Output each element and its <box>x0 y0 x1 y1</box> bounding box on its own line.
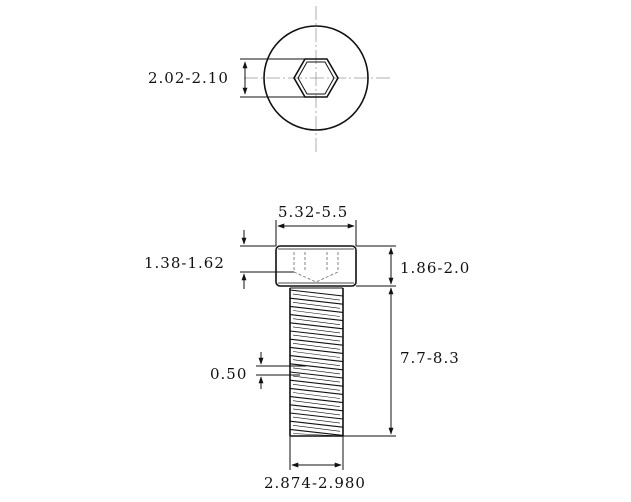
top-view <box>240 6 392 152</box>
thread-crest-line <box>289 412 344 420</box>
thread-root-line <box>292 343 341 350</box>
thread-crest-line <box>289 420 344 428</box>
thread-root-line <box>292 425 341 432</box>
thread-root-line <box>292 359 341 366</box>
thread-crest-line <box>289 346 344 354</box>
dimension-lines <box>240 220 396 470</box>
thread-crest-line <box>289 330 344 338</box>
socket-depth-label: 1.38-1.62 <box>144 254 225 272</box>
socket-size-label: 2.02-2.10 <box>148 69 229 87</box>
head-diameter-label: 5.32-5.5 <box>278 203 349 221</box>
thread-root-line <box>292 326 341 334</box>
thread-crest-line <box>289 322 344 330</box>
thread-crest-line <box>289 379 344 387</box>
socket-dimension <box>240 58 305 98</box>
thread-root-line <box>292 408 341 416</box>
thread-crest-line <box>289 363 344 371</box>
thread-crest-line <box>289 289 344 297</box>
thread-root-line <box>292 433 341 437</box>
side-view <box>275 245 357 437</box>
thread-root-line <box>292 293 341 301</box>
thread-crest-line <box>289 355 344 363</box>
thread-root-line <box>292 351 341 358</box>
thread-crest-line <box>289 428 344 436</box>
threaded-shank <box>289 287 344 437</box>
thread-root-line <box>292 384 341 391</box>
thread-root-line <box>292 302 341 309</box>
thread-crest-line <box>289 371 344 379</box>
thread-root-line <box>292 400 341 407</box>
thread-crest-line <box>289 338 344 346</box>
thread-pitch-label: 0.50 <box>210 365 248 383</box>
screw-head <box>275 245 357 287</box>
thread-root-line <box>292 318 341 325</box>
thread-crest-line <box>289 387 344 395</box>
thread-crest-line <box>289 314 344 322</box>
thread-root-line <box>292 334 341 342</box>
thread-crest-line <box>289 396 344 404</box>
screw-length-label: 7.7-8.3 <box>400 349 460 367</box>
thread-crest-line <box>289 404 344 412</box>
thread-diameter-label: 2.874-2.980 <box>264 474 366 492</box>
thread-root-line <box>292 416 341 424</box>
head-outline-circle <box>263 25 369 131</box>
thread-root-line <box>292 310 341 317</box>
thread-root-line <box>292 392 341 399</box>
thread-crest-line <box>289 297 344 305</box>
thread-root-line <box>292 367 341 375</box>
hidden-socket-lines <box>293 252 339 283</box>
thread-crest-line <box>289 305 344 313</box>
head-height-label: 1.86-2.0 <box>400 259 471 277</box>
thread-root-line <box>292 375 341 383</box>
hex-socket-inner <box>297 61 335 95</box>
